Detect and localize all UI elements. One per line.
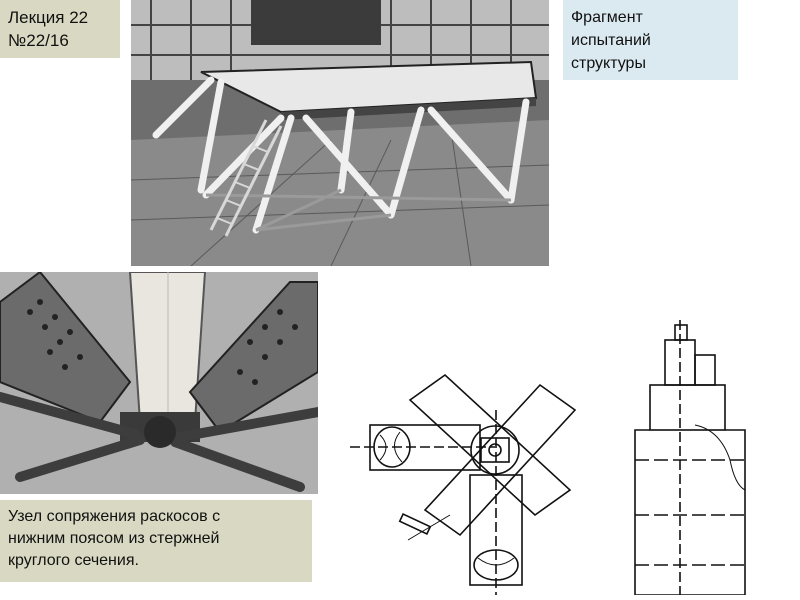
caption-node-connection: Узел сопряжения раскосов с нижним поясом… <box>0 500 312 582</box>
caption-top-line-2: испытаний <box>571 32 651 49</box>
lecture-label: Лекция 22 №22/16 <box>0 0 120 58</box>
caption-bottom-line-3: круглого сечения. <box>8 552 139 569</box>
caption-top-line-3: структуры <box>571 55 646 72</box>
structure-test-photo <box>131 0 549 266</box>
caption-top-line-1: Фрагмент <box>571 9 643 26</box>
caption-bottom-line-1: Узел сопряжения раскосов с <box>8 508 221 525</box>
node-technical-drawing <box>350 320 780 595</box>
lecture-title: Лекция 22 <box>8 8 89 27</box>
lecture-number: №22/16 <box>8 31 69 50</box>
node-closeup-photo <box>0 272 318 494</box>
caption-bottom-line-2: нижним поясом из стержней <box>8 530 220 547</box>
caption-structure-test: Фрагмент испытаний структуры <box>563 0 738 80</box>
